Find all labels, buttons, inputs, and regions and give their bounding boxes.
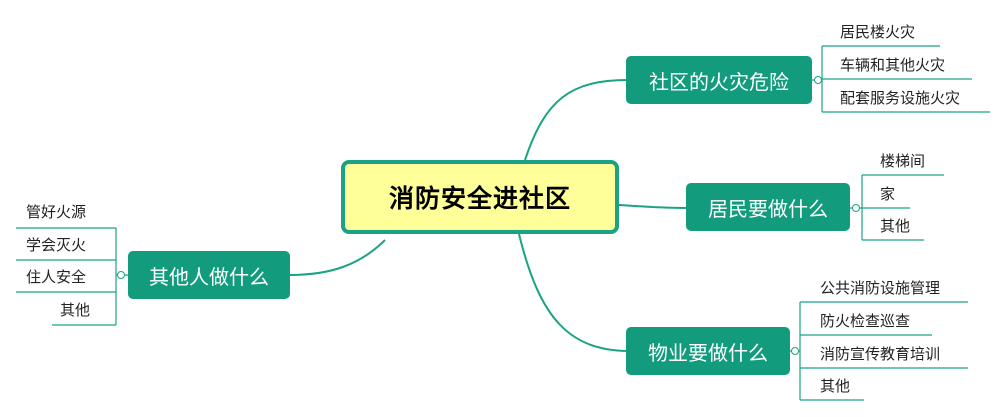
leaf-property-1[interactable]: 公共消防设施管理 bbox=[820, 279, 941, 297]
central-topic[interactable]: 消防安全进社区 bbox=[341, 160, 619, 234]
connector-central-to-community-fire bbox=[524, 79, 629, 161]
connector-central-to-property bbox=[518, 233, 629, 352]
leaf-residents-3[interactable]: 其他 bbox=[880, 217, 911, 235]
leaf-others-2[interactable]: 学会灭火 bbox=[26, 236, 87, 254]
leaf-residents-2[interactable]: 家 bbox=[880, 185, 896, 203]
leaf-community-fire-1[interactable]: 居民楼火灾 bbox=[840, 23, 916, 41]
branch-residents[interactable]: 居民要做什么 bbox=[686, 183, 850, 231]
branch-property[interactable]: 物业要做什么 bbox=[626, 327, 790, 375]
collapse-toggle-community-fire[interactable] bbox=[814, 76, 822, 84]
branch-community-fire[interactable]: 社区的火灾危险 bbox=[626, 56, 812, 104]
connector-central-to-others bbox=[289, 239, 386, 276]
leaf-residents-1[interactable]: 楼梯间 bbox=[880, 152, 926, 170]
collapse-toggle-residents[interactable] bbox=[852, 204, 860, 212]
leaf-community-fire-3[interactable]: 配套服务设施火灾 bbox=[840, 89, 961, 107]
collapse-toggle-property[interactable] bbox=[791, 347, 799, 355]
leaf-others-1[interactable]: 管好火源 bbox=[26, 203, 87, 221]
collapse-toggle-others[interactable] bbox=[117, 271, 125, 279]
leaf-community-fire-2[interactable]: 车辆和其他火灾 bbox=[840, 56, 946, 74]
leaf-property-4[interactable]: 其他 bbox=[820, 377, 851, 395]
leaf-property-2[interactable]: 防火检查巡查 bbox=[820, 312, 911, 330]
leaf-property-3[interactable]: 消防宣传教育培训 bbox=[820, 345, 941, 363]
leaf-others-3[interactable]: 住人安全 bbox=[26, 268, 87, 286]
connector-central-to-residents bbox=[618, 204, 687, 209]
leaf-others-4[interactable]: 其他 bbox=[60, 301, 91, 319]
branch-others[interactable]: 其他人做什么 bbox=[128, 251, 290, 299]
